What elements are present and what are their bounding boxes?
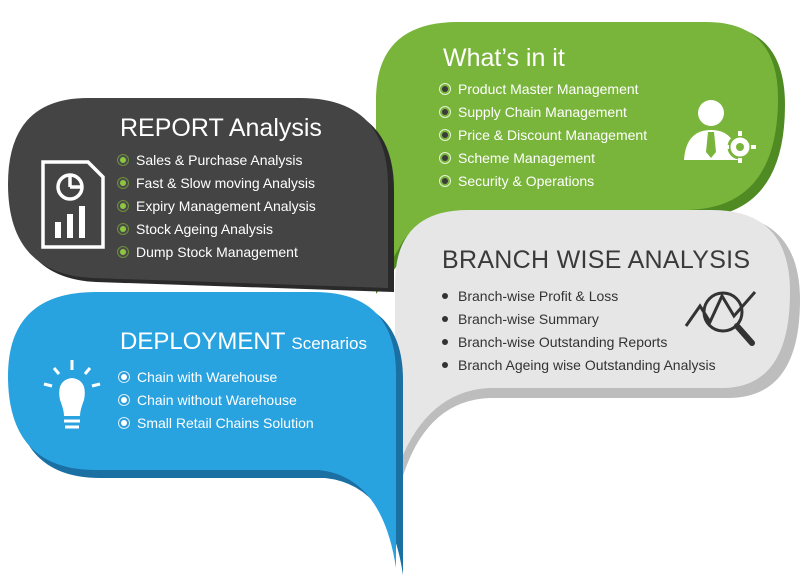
- analytics-magnifier-icon: [684, 291, 757, 346]
- bullet-icon: [121, 396, 127, 403]
- list-item-label: Product Master Management: [458, 80, 639, 97]
- list-item-label: Stock Ageing Analysis: [136, 220, 273, 237]
- list-item: Small Retail Chains Solution: [121, 411, 314, 434]
- bullet-icon: [442, 85, 448, 92]
- list-item: Branch-wise Outstanding Reports: [442, 330, 716, 353]
- report-document-icon: [41, 160, 105, 249]
- user-settings-icon: [684, 100, 756, 163]
- list-item: Supply Chain Management: [442, 100, 647, 123]
- list-item: Product Master Management: [442, 77, 647, 100]
- list-item: Sales & Purchase Analysis: [120, 148, 316, 171]
- bullet-icon: [121, 419, 127, 426]
- report-title: REPORT Analysis: [120, 114, 322, 142]
- deployment-item-list: Chain with Warehouse Chain without Wareh…: [121, 365, 314, 434]
- list-item: Dump Stock Management: [120, 240, 316, 263]
- bullet-icon: [120, 179, 126, 186]
- bullet-icon: [121, 373, 127, 380]
- deployment-title-main: DEPLOYMENT: [120, 328, 286, 355]
- branch-wise-item-list: Branch-wise Profit & Loss Branch-wise Su…: [442, 284, 716, 376]
- list-item-label: Expiry Management Analysis: [136, 197, 316, 214]
- lightbulb-icon: [43, 360, 101, 429]
- list-item-label: Chain with Warehouse: [137, 368, 278, 385]
- list-item-label: Security & Operations: [458, 172, 595, 189]
- branch-wise-title: BRANCH WISE ANALYSIS: [442, 246, 751, 274]
- report-item-list: Sales & Purchase Analysis Fast & Slow mo…: [120, 148, 316, 263]
- whats-in-it-item-list: Product Master Management Supply Chain M…: [442, 77, 647, 192]
- list-item-label: Branch-wise Profit & Loss: [458, 287, 619, 304]
- list-item-label: Branch-wise Summary: [458, 310, 599, 327]
- list-item-label: Chain without Warehouse: [137, 391, 297, 408]
- list-item-label: Sales & Purchase Analysis: [136, 151, 303, 168]
- bullet-icon: [120, 156, 126, 163]
- list-item-label: Fast & Slow moving Analysis: [136, 174, 315, 191]
- bullet-icon: [442, 131, 448, 138]
- bullet-icon: [442, 315, 448, 322]
- list-item-label: Branch-wise Outstanding Reports: [458, 333, 668, 350]
- whats-in-it-title: What’s in it: [443, 44, 565, 72]
- bullet-icon: [442, 108, 448, 115]
- list-item: Stock Ageing Analysis: [120, 217, 316, 240]
- list-item-label: Branch Ageing wise Outstanding Analysis: [458, 356, 716, 373]
- list-item: Branch-wise Profit & Loss: [442, 284, 716, 307]
- list-item: Branch-wise Summary: [442, 307, 716, 330]
- list-item-label: Supply Chain Management: [458, 103, 627, 120]
- bullet-icon: [442, 361, 448, 368]
- list-item: Expiry Management Analysis: [120, 194, 316, 217]
- whats-in-it-bubble: [376, 22, 785, 294]
- list-item: Fast & Slow moving Analysis: [120, 171, 316, 194]
- bullet-icon: [442, 292, 448, 299]
- list-item-label: Small Retail Chains Solution: [137, 414, 314, 431]
- bullet-icon: [120, 202, 126, 209]
- bullet-icon: [120, 225, 126, 232]
- list-item: Price & Discount Management: [442, 123, 647, 146]
- list-item: Scheme Management: [442, 146, 647, 169]
- list-item: Security & Operations: [442, 169, 647, 192]
- list-item: Branch Ageing wise Outstanding Analysis: [442, 353, 716, 376]
- deployment-title-sub: Scenarios: [291, 334, 367, 353]
- deployment-title: DEPLOYMENT Scenarios: [120, 328, 367, 356]
- list-item: Chain without Warehouse: [121, 388, 314, 411]
- deployment-bubble: [8, 292, 403, 575]
- list-item-label: Scheme Management: [458, 149, 595, 166]
- bullet-icon: [442, 154, 448, 161]
- list-item: Chain with Warehouse: [121, 365, 314, 388]
- bullet-icon: [442, 177, 448, 184]
- bullet-icon: [442, 338, 448, 345]
- bullet-icon: [120, 248, 126, 255]
- list-item-label: Dump Stock Management: [136, 243, 298, 260]
- list-item-label: Price & Discount Management: [458, 126, 648, 143]
- branch-wise-bubble: [395, 210, 800, 498]
